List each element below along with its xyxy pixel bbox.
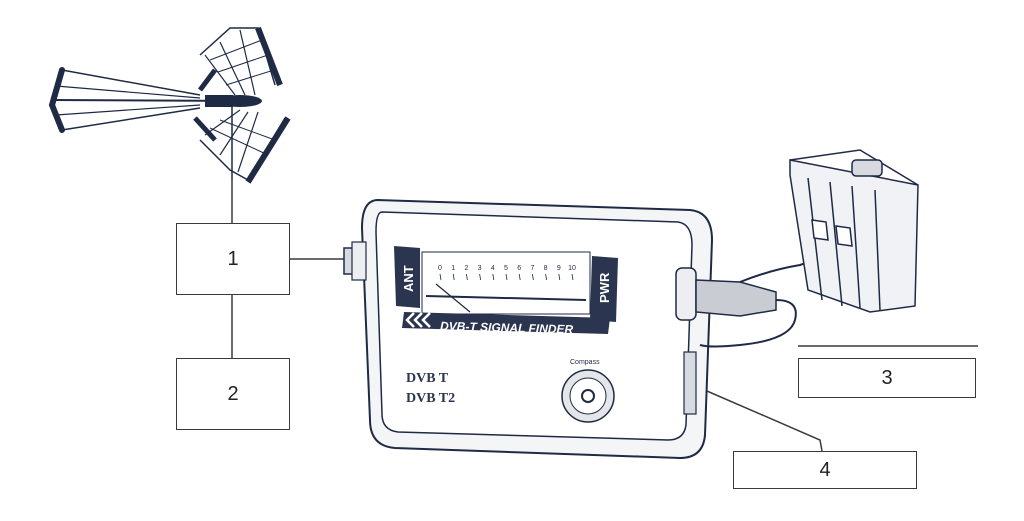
meter-tick-mark (558, 273, 561, 281)
line-box4-leader (699, 387, 823, 452)
gain-knob (683, 351, 697, 415)
banner-strip (402, 312, 610, 334)
meter-tick-label: 5 (504, 265, 508, 272)
meter-tick-mark (439, 273, 442, 281)
meter-tick-mark (466, 273, 468, 281)
meter-needle (435, 283, 471, 313)
meter-tick-label: 2 (464, 265, 468, 272)
meter-tick-label: 6 (517, 265, 521, 272)
meter-tick-label: 1 (451, 265, 455, 272)
pwr-label: PWR (597, 272, 612, 303)
banner-chevrons (405, 312, 431, 328)
battery-holder (789, 149, 919, 313)
meter-tick-label: 7 (530, 265, 534, 272)
callout-box-2: 2 (176, 358, 290, 430)
battery-terminal (851, 159, 883, 177)
antenna-lower-panel (199, 117, 286, 182)
meter-baseline (425, 295, 587, 301)
meter-tick-labels: 0 1 2 3 4 5 6 7 8 9 10 (438, 265, 576, 281)
meter-tick-mark (532, 273, 534, 281)
meter-tick-label: 8 (544, 265, 548, 272)
meter-window (421, 251, 591, 315)
banner-text: DVB-T SIGNAL FINDER (440, 319, 574, 336)
meter-tick-mark (571, 273, 574, 281)
meter-tick-label: 10 (568, 265, 576, 272)
callout-box-1: 1 (176, 223, 290, 295)
callout-box-4: 4 (733, 451, 917, 489)
antenna-illustration (48, 26, 291, 184)
compass-label: Compass (570, 359, 600, 366)
meter-tick-label: 3 (478, 265, 482, 272)
meter-tick-label: 9 (557, 265, 561, 272)
meter-tick-mark (545, 273, 547, 281)
meter-tick-mark (479, 273, 481, 281)
meter-tick-label: 0 (438, 265, 442, 272)
dvb-t-logo: DVB T (406, 371, 449, 386)
connector-lines (231, 180, 978, 452)
pwr-panel (590, 256, 618, 322)
meter-tick-mark (505, 273, 508, 281)
meter-tick-mark (518, 273, 521, 281)
dvb-t2-logo: DVB T2 (406, 391, 455, 406)
power-cable (699, 299, 797, 348)
signal-finder-device: ANT PWR 0 1 2 3 4 5 6 7 8 9 10 DVB-T SIGNAL FINDER… (343, 198, 821, 460)
ant-panel (394, 246, 420, 308)
meter-tick-mark (492, 273, 495, 281)
ant-label: ANT (401, 265, 416, 292)
antenna-left-panel (48, 67, 65, 133)
meter-tick-mark (452, 273, 455, 281)
meter-tick-label: 4 (491, 265, 495, 272)
power-plug (695, 279, 777, 317)
callout-box-3: 3 (798, 358, 976, 398)
pwr-connector (675, 267, 697, 321)
